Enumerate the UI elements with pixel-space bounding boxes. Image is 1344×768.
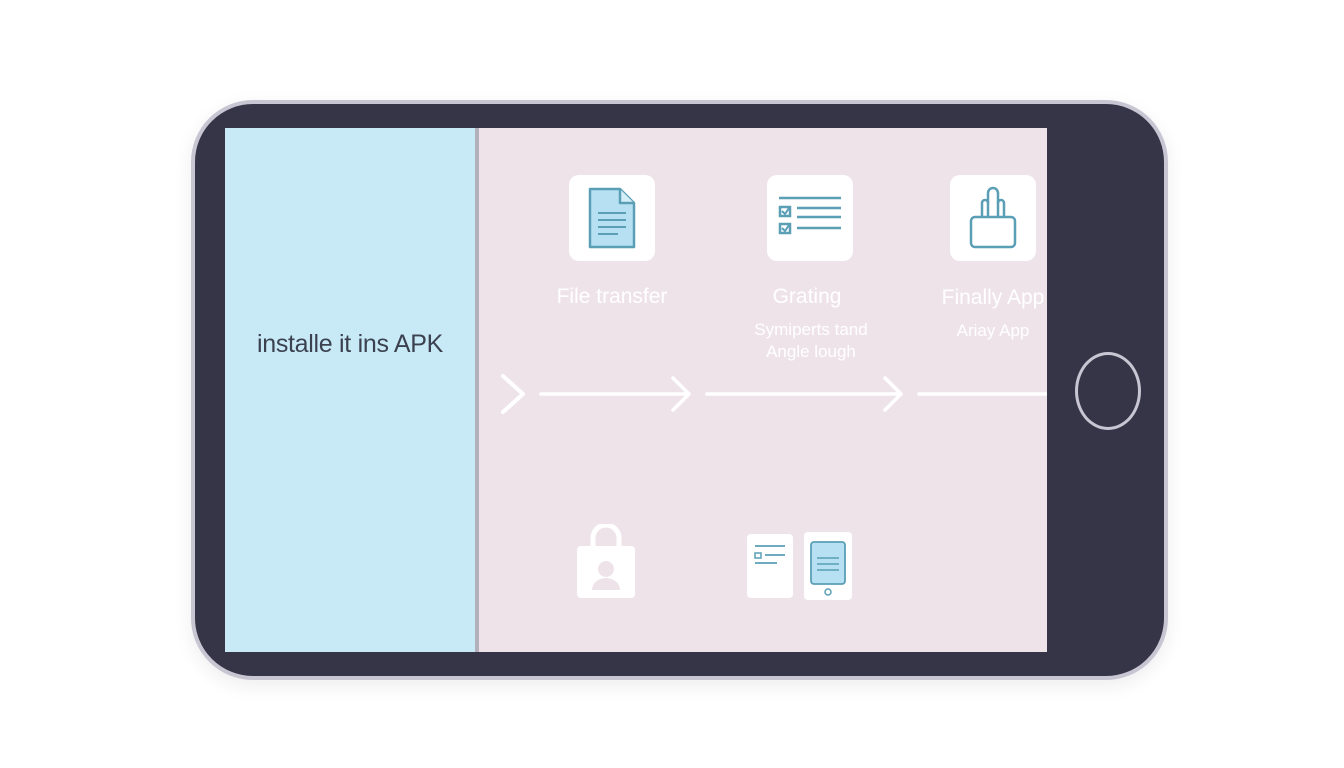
checklist-icon <box>778 196 841 235</box>
document-phone-icon <box>747 532 852 600</box>
install-apk-label: installe it ins APK <box>256 330 444 358</box>
left-panel: installe it ins APK <box>225 128 479 652</box>
lock-user-icon <box>577 524 635 598</box>
file-transfer-card[interactable] <box>569 175 655 261</box>
arrow-head-1 <box>671 376 691 412</box>
grating-card[interactable] <box>767 175 853 261</box>
finally-app-card[interactable] <box>950 175 1036 261</box>
step-title-grating: Grating <box>772 285 842 308</box>
flow-arrows <box>501 374 1047 414</box>
phone-screen: installe it ins APK File transfer <box>225 128 1047 652</box>
document-icon <box>588 187 636 249</box>
arrow-chevron-start <box>501 374 525 414</box>
step-title-finally-app: Finally App <box>941 286 1045 309</box>
arrow-head-2 <box>883 376 903 412</box>
steps-panel: File transfer Grating Symiperts tand Ang… <box>479 128 1047 652</box>
step-title-file-transfer: File transfer <box>556 285 668 308</box>
tap-hand-icon <box>969 186 1017 249</box>
step-subtitle-finally-app: Ariay App <box>956 321 1030 340</box>
step-subtitle-grating-1: Symiperts tand <box>754 320 868 339</box>
home-button[interactable] <box>1075 352 1141 430</box>
step-subtitle-grating-2: Angle lough <box>766 342 856 361</box>
